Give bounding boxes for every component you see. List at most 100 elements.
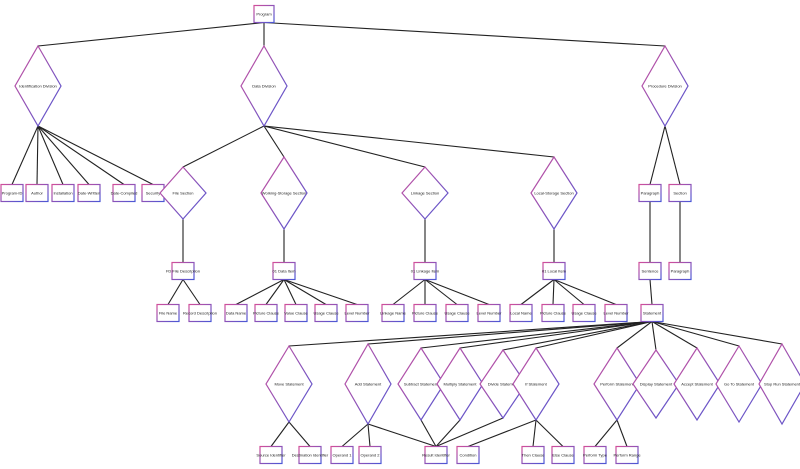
node-lc-01: 01 Local Item	[542, 261, 567, 281]
node-label: Date-Compiled	[111, 190, 138, 195]
node-label: Operand 1	[333, 452, 353, 457]
node-label: Working-Storage Section	[262, 190, 306, 195]
node-label: Linkage Section	[411, 190, 439, 195]
decision-shape	[344, 342, 392, 426]
node-else-clause: Else Clause	[551, 445, 575, 465]
edge-statement-to-divide	[502, 320, 653, 351]
edge-fd-to-record_desc	[182, 279, 201, 305]
edge-data_div-to-linkage_section	[263, 125, 426, 168]
decision-shape	[593, 346, 641, 422]
box-shape	[445, 303, 469, 323]
decision-shape	[641, 44, 689, 128]
node-label: Installation	[53, 190, 72, 195]
node-label: Local-Storage Section	[534, 190, 573, 195]
node-label: Identification Division	[19, 83, 57, 88]
node-label: Usage Clause	[571, 310, 597, 315]
box-shape	[541, 303, 565, 323]
decision-shape	[715, 344, 763, 424]
edge-if-to-else_clause	[535, 419, 564, 447]
node-label: Stop Run Statement	[764, 381, 800, 386]
edge-sentence-to-statement	[649, 279, 653, 305]
edge-id_div-to-installation	[37, 125, 64, 185]
edge-ws_01-to-ws_level	[283, 278, 358, 306]
node-label: Author	[31, 190, 43, 195]
box-shape	[51, 183, 75, 203]
node-label: Paragraph	[641, 190, 660, 195]
decision-shape	[512, 346, 560, 422]
node-perform: Perform Statement	[593, 346, 641, 422]
node-lk-usage: Usage Clause	[444, 303, 470, 323]
box-shape	[640, 303, 664, 323]
edge-statement-to-display	[651, 321, 657, 351]
node-label: Paragraph	[671, 268, 690, 273]
edge-program-to-id_div	[37, 21, 265, 47]
decision-shape	[673, 346, 721, 422]
box-shape	[77, 183, 101, 203]
node-lk-picture: Picture Clause	[412, 303, 439, 323]
node-file-name: File Name	[156, 303, 180, 323]
node-label: Source Identifier	[256, 452, 286, 457]
edge-proc_div-to-paragraph	[649, 125, 666, 185]
decision-shape	[479, 348, 527, 420]
node-perform-range: Perform Range	[613, 445, 641, 465]
box-shape	[272, 261, 296, 281]
node-label: Then Clause	[522, 452, 545, 457]
node-multiply: Multiply Statement	[436, 346, 484, 422]
node-label: Result Identifier	[422, 452, 450, 457]
node-move: Move Statement	[265, 344, 313, 424]
node-linkage-section: Linkage Section	[401, 166, 449, 220]
node-file-section: File Section	[159, 166, 207, 220]
node-label: Level Number	[477, 310, 503, 315]
edge-id_div-to-program_id	[11, 125, 39, 185]
box-shape	[284, 303, 308, 323]
box-shape	[358, 445, 382, 465]
node-label: Move Statement	[274, 381, 304, 386]
node-proc-div: Procedure Division	[641, 44, 689, 128]
edge-statement-to-multiply	[459, 320, 653, 349]
node-display: Display Statement	[632, 348, 680, 420]
edge-fd-to-file_name	[167, 279, 184, 305]
node-label: 01 Local Item	[542, 268, 567, 273]
decision-shape	[401, 166, 449, 220]
node-label: File Section	[173, 190, 194, 195]
box-shape	[542, 261, 566, 281]
box-shape	[0, 183, 24, 203]
box-shape	[253, 4, 275, 24]
edge-statement-to-goto	[651, 320, 740, 347]
node-label: Accept Statement	[681, 381, 713, 386]
box-shape	[583, 445, 607, 465]
edge-lk_01-to-lk_level	[424, 278, 490, 306]
node-lk-name: Linkage Name	[380, 303, 407, 323]
box-shape	[254, 303, 278, 323]
node-label: Linkage Name	[380, 310, 407, 315]
edge-lc_01-to-lc_picture	[552, 279, 555, 305]
node-label: Picture Clause	[253, 310, 280, 315]
node-label: Date-Written	[78, 190, 100, 195]
node-lk-01: 01 Linkage Item	[411, 261, 440, 281]
box-shape	[509, 303, 533, 323]
box-shape	[156, 303, 180, 323]
edge-multiply-to-result_id	[435, 419, 461, 447]
node-label: Perform Statement	[600, 381, 634, 386]
node-ws-value: Value Clause	[284, 303, 309, 323]
box-shape	[171, 261, 195, 281]
node-label: Procedure Division	[648, 83, 682, 88]
decision-shape	[436, 346, 484, 422]
box-shape	[521, 445, 545, 465]
node-label: Multiply Statement	[444, 381, 478, 386]
box-shape	[604, 303, 628, 323]
edge-id_div-to-security	[37, 125, 154, 185]
node-date-written: Date-Written	[77, 183, 101, 203]
decision-shape	[260, 155, 308, 231]
node-ws-picture: Picture Clause	[253, 303, 280, 323]
edge-move-to-dest_id	[288, 421, 311, 447]
edge-ws_01-to-ws_data_name	[235, 279, 285, 305]
node-installation: Installation	[51, 183, 75, 203]
node-operand2: Operand 2	[358, 445, 382, 465]
decision-shape	[159, 166, 207, 220]
decision-shape	[14, 44, 62, 128]
edge-add-to-result_id	[367, 423, 437, 448]
node-date-compiled: Date-Compiled	[111, 183, 138, 203]
node-label: Statement	[643, 310, 662, 315]
node-lc-picture: Picture Clause	[540, 303, 567, 323]
